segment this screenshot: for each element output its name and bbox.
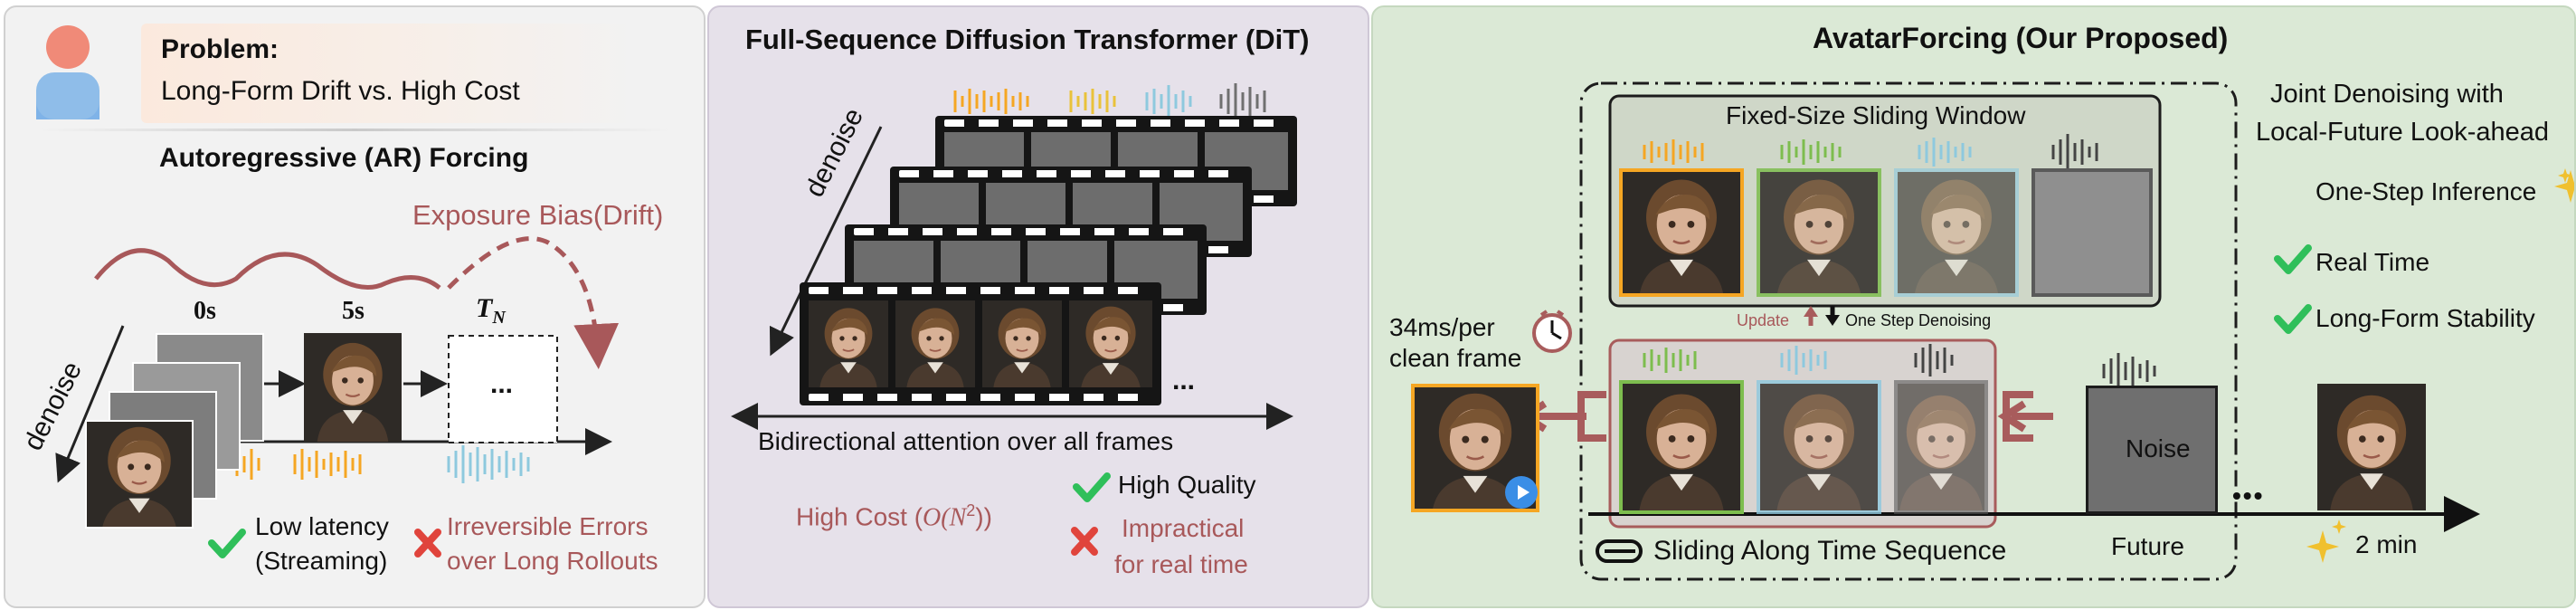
sparkle-icon	[2554, 168, 2574, 203]
lower-frame-gray	[1894, 380, 1988, 514]
window-frame-green	[1757, 168, 1881, 297]
feature-long-form: Long-Form Stability	[2316, 304, 2535, 332]
ar-title: Autoregressive (AR) Forcing	[159, 143, 529, 173]
dashdot-outer-box	[1579, 81, 2238, 581]
lower-audio-blue	[1780, 346, 1827, 375]
dit-con-impractical: Impractical	[1122, 514, 1245, 542]
lower-frame-green	[1619, 380, 1744, 514]
update-label: Update	[1737, 311, 1790, 329]
check-icon	[1073, 472, 1111, 502]
avatarforcing-title: AvatarForcing (Our Proposed)	[1813, 22, 2229, 54]
dit-pro-quality: High Quality	[1118, 471, 1256, 499]
divider	[38, 129, 671, 131]
film-frame-3	[982, 300, 1062, 387]
timeline-dots: •••	[2232, 481, 2265, 510]
clock-icon	[1532, 310, 1572, 353]
pro-streaming: (Streaming)	[255, 547, 388, 575]
denoise-arrow-down	[1825, 306, 1840, 326]
portrait-frame-5s	[304, 333, 402, 442]
dit-con-realtime: for real time	[1114, 550, 1248, 578]
film-strip-front	[800, 282, 1161, 405]
latency-line-1: 34ms/per	[1389, 313, 1495, 341]
noise-frame	[2086, 386, 2218, 514]
dit-cost: High Cost (O(N2))	[796, 501, 992, 532]
enter-arrow-left	[1997, 391, 2053, 442]
lower-audio-gray	[1914, 344, 1954, 376]
joint-line-2: Local-Future Look-ahead	[2256, 118, 2550, 147]
film-frame-1	[809, 300, 888, 387]
dit-panel: Full-Sequence Diffusion Transformer (DiT…	[707, 5, 1369, 608]
lower-audio-green	[1643, 348, 1697, 373]
dit-audio-blue	[1145, 85, 1192, 118]
time-label-5s: 5s	[342, 297, 365, 325]
dit-title: Full-Sequence Diffusion Transformer (DiT…	[745, 24, 1310, 55]
window-audio-gray	[2051, 134, 2098, 170]
sparkle-icon-2	[2306, 519, 2346, 563]
update-arrow-up	[1804, 306, 1818, 326]
dit-audio-yellow	[1069, 89, 1116, 114]
portrait-frame-front	[85, 420, 194, 529]
noise-label: Noise	[2126, 434, 2191, 462]
film-frame-2	[895, 300, 975, 387]
future-audio-gray	[2102, 353, 2156, 389]
check-icon	[2274, 304, 2312, 334]
drift-wave	[94, 248, 441, 291]
person-icon	[33, 20, 103, 119]
time-label-tn: TN	[476, 293, 506, 328]
window-audio-orange	[1643, 139, 1704, 165]
check-icon	[208, 529, 246, 558]
con-irreversible: Irreversible Errors	[447, 512, 649, 540]
check-icon	[2274, 244, 2312, 274]
sliding-label: Sliding Along Time Sequence	[1653, 536, 2007, 566]
window-frame-noise	[2031, 168, 2153, 297]
window-frame-blue	[1894, 168, 2019, 297]
feature-one-step: One-Step Inference	[2316, 177, 2537, 205]
window-audio-blue	[1918, 138, 1972, 167]
avatarforcing-panel: AvatarForcing (Our Proposed)	[1371, 5, 2576, 608]
audio-waveform-blue	[447, 445, 530, 483]
dit-denoise-arrow	[769, 126, 883, 357]
future-label: Future	[2111, 532, 2184, 560]
cross-icon	[1071, 527, 1098, 556]
ar-forcing-panel: Problem: Long-Form Drift vs. High Cost A…	[4, 5, 706, 608]
pro-latency: Low latency	[255, 512, 389, 540]
film-ellipsis: ...	[1172, 366, 1196, 396]
future-frame-box	[448, 335, 558, 443]
final-frame-2min	[2317, 384, 2426, 510]
exposure-bias-label: Exposure Bias(Drift)	[412, 199, 664, 231]
window-title: Fixed-Size Sliding Window	[1726, 101, 2026, 129]
dit-caption: Bidirectional attention over all frames	[758, 427, 1174, 455]
future-ellipsis: ...	[490, 369, 514, 399]
time-label-0s: 0s	[194, 297, 216, 325]
dit-audio-and-axes	[731, 83, 1293, 556]
play-icon	[1505, 476, 1538, 509]
duration-label: 2 min	[2355, 530, 2418, 558]
joint-line-1: Joint Denoising with	[2270, 80, 2504, 109]
dit-audio-gray	[1219, 83, 1266, 119]
feature-real-time: Real Time	[2316, 248, 2430, 276]
lower-frame-blue	[1757, 380, 1881, 514]
window-audio-green	[1780, 139, 1842, 165]
cross-icon	[414, 529, 441, 558]
dit-audio-orange	[953, 89, 1029, 114]
sliding-icon	[1596, 539, 1643, 563]
ar-forcing-drawing	[55, 236, 620, 558]
drift-dashed-arrow	[447, 236, 620, 369]
latency-line-2: clean frame	[1389, 344, 1522, 372]
problem-text: Long-Form Drift vs. High Cost	[161, 76, 520, 106]
problem-label: Problem:	[161, 34, 279, 64]
one-step-label: One Step Denoising	[1845, 311, 1992, 329]
window-frame-orange	[1619, 168, 1744, 297]
con-long-rollouts: over Long Rollouts	[447, 547, 658, 575]
sliding-window-box	[1608, 94, 2162, 308]
denoise-axis-arrow	[55, 325, 125, 483]
film-frame-4	[1069, 300, 1152, 387]
output-frame	[1411, 384, 1539, 512]
audio-waveform-orange	[235, 449, 362, 480]
problem-banner	[141, 24, 639, 123]
